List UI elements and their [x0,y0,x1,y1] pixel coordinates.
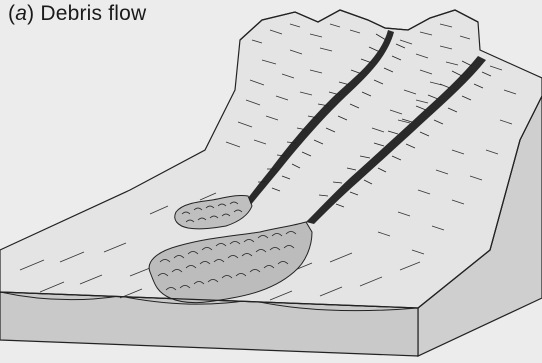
debris-flow-diagram [0,0,542,363]
